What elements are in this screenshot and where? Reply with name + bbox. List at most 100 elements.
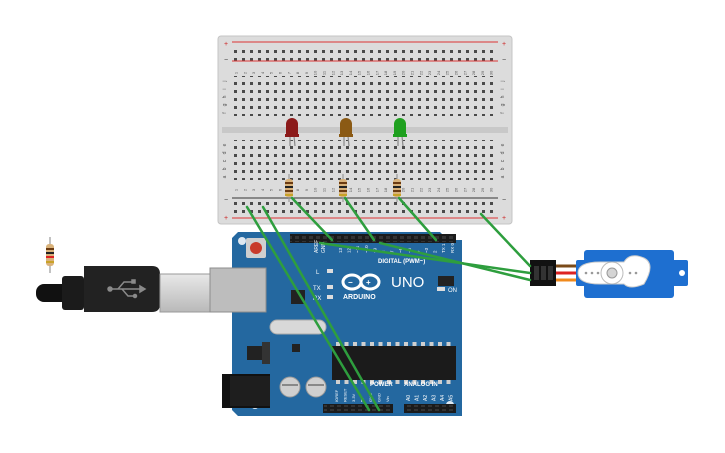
column-number: 30 [489,187,494,192]
column-number: 16 [366,187,371,192]
led-l-indicator [327,269,333,273]
row-letter: f [222,112,228,114]
rail-mark-bottom-plus: + [224,215,228,222]
wire-led-amber[interactable] [343,196,376,242]
reset-button-cap[interactable] [250,242,262,254]
column-number: 6 [278,71,283,74]
capacitor-mark [308,384,324,386]
column-number: 7 [286,71,291,74]
wire-led-red[interactable] [290,196,334,242]
column-number: 4 [260,71,265,74]
led-red[interactable] [285,118,299,147]
resistor-band [285,194,293,196]
analog-pin-label: A1 [415,395,421,401]
row-letter: b [500,167,506,170]
column-number: 2 [242,188,247,191]
row-letter: i [500,88,506,89]
chip-pin [336,342,340,346]
wire-servo-gnd[interactable] [479,212,532,268]
chip-pin [370,380,374,384]
usb-chip [291,290,305,304]
column-number: 12 [330,70,335,75]
resistor-1[interactable] [285,174,293,202]
power-pin-label: IOREF [334,389,339,402]
resistor-band [46,248,54,250]
row-letter: i [222,88,228,89]
resistor-loose[interactable] [46,237,54,273]
column-number: 15 [357,187,362,192]
column-number: 27 [462,187,467,192]
wire-led-green[interactable] [397,196,438,242]
led-leg [347,135,350,147]
capacitor [279,376,301,398]
resistor-band [339,186,347,188]
jumper-wires[interactable] [245,196,532,412]
wire-5v-rail[interactable] [261,205,381,412]
analog-title: ANALOG IN [404,382,438,388]
rail-holes-top [234,45,498,61]
label-tx: TX [313,286,321,292]
analog-pin-label: A0 [406,395,412,401]
chip-pin [370,342,374,346]
column-number: 26 [454,187,459,192]
rail-mark-top-minus-right: − [502,57,506,64]
column-number: 25 [445,187,450,192]
servo-shaft-screw [606,267,618,279]
led-amber[interactable] [339,118,353,147]
chip-pin [404,342,408,346]
led-green[interactable] [393,118,407,147]
digital-pin-label: ~6 [398,247,403,253]
resistor-band [339,194,347,196]
resistor-2[interactable] [339,174,347,202]
power-jack-front [230,376,270,406]
resistor-band [393,190,401,192]
resistor-band [393,194,401,196]
rail-mark-top-minus: − [224,57,228,64]
column-number: 1 [234,188,239,191]
power-title: POWER [370,382,393,388]
row-letter: a [500,175,506,178]
column-number: 20 [401,70,406,75]
horn-hole [590,271,594,275]
chip-pin [378,380,383,384]
chip-pin [361,342,366,346]
led-group [285,118,407,147]
resistor-3[interactable] [393,174,401,202]
digital-pin-label: 2 [433,250,438,253]
chip-pin [395,342,400,346]
power-header-holes [324,405,393,411]
wire-gnd-rail[interactable] [245,205,371,412]
row-letter: j [500,80,506,82]
power-pin-label: Vin [385,396,390,402]
wire-servo-signal[interactable] [378,241,532,282]
led-on-indicator [437,287,445,291]
digital-pin-label: ~3 [424,247,429,253]
analog-pin-label: A2 [423,395,429,401]
wire-servo-power[interactable] [318,241,532,275]
analog-pin-label: A4 [440,395,446,401]
row-letter: g [222,103,228,106]
digital-pin-label: 13 [338,247,343,253]
led-leg [293,135,296,147]
led-rim [339,134,353,137]
resistor-band [46,252,54,254]
chip-pin [387,380,391,384]
servo-motor[interactable] [530,250,688,298]
led-body [286,118,298,137]
chip-pin [421,380,425,384]
chip-pin [438,380,442,384]
servo-connector-pin [548,266,553,280]
digital-pin-label: TX 1 [441,243,446,253]
usb-cable[interactable] [36,266,211,313]
chip-pin [344,342,349,346]
brand-text: ARDUINO [343,294,376,301]
led-body [340,118,352,137]
column-number: 22 [418,70,423,75]
chip-pin [429,380,434,384]
column-number: 23 [427,187,432,192]
resistor-band [285,190,293,192]
model-text: UNO [391,274,424,291]
